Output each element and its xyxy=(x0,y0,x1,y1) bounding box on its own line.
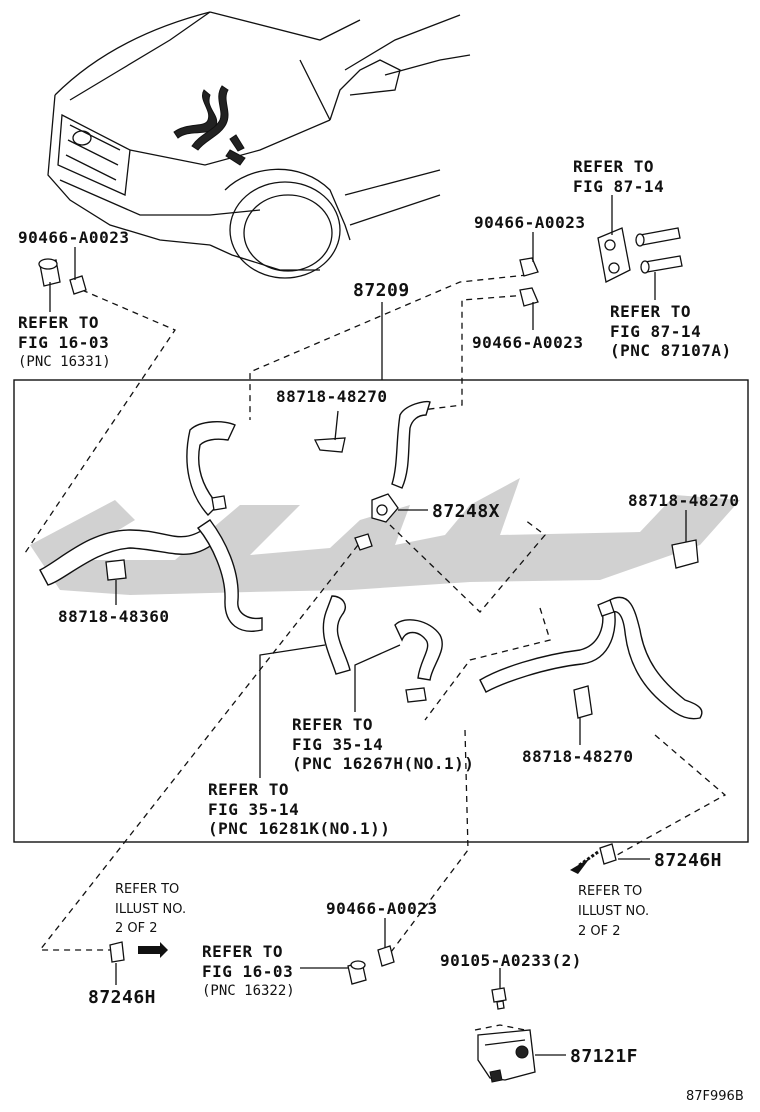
label-refer-87-14-a-line2: FIG 87-14 xyxy=(573,177,664,196)
label-refer-35-14-a-pnc: (PNC 16267H(NO.1)) xyxy=(292,754,474,773)
label-clip-90466-top-left: 90466-A0023 xyxy=(18,228,129,247)
clamp-parts xyxy=(105,437,699,719)
label-refer-illust-right-line2: ILLUST NO. xyxy=(578,904,649,919)
label-refer-87-14-b-line1: REFER TO xyxy=(610,302,691,321)
label-clip-90466-top-right-1: 90466-A0023 xyxy=(474,213,585,232)
label-hose-assy-87209: 87209 xyxy=(353,280,410,301)
label-refer-illust-right-line1: REFER TO xyxy=(578,884,642,899)
label-valve-87248x: 87248X xyxy=(432,501,500,522)
label-refer-35-14-b-line1: REFER TO xyxy=(208,780,289,799)
grommet-87107-part xyxy=(597,227,683,283)
valve-87248-part xyxy=(354,493,399,551)
label-clamp-bottom: 88718-48270 xyxy=(522,747,633,766)
label-bolt-90105: 90105-A0233(2) xyxy=(440,951,582,970)
clip-90466-top-right-parts xyxy=(519,257,539,307)
part-labels: 90466-A0023 REFER TO FIG 16-03 (PNC 1633… xyxy=(18,157,744,1104)
vehicle-illustration xyxy=(47,11,471,279)
routing-dashed-lines xyxy=(24,274,727,1031)
label-refer-87-14-a-line1: REFER TO xyxy=(573,157,654,176)
figure-code: 87F996B xyxy=(686,1089,744,1104)
label-refer-16-03-a-line1: REFER TO xyxy=(18,313,99,332)
label-clamp-left: 88718-48360 xyxy=(58,607,169,626)
bolt-90105-part xyxy=(491,987,507,1010)
clip-90466-top-left-part xyxy=(38,258,87,295)
label-refer-87-14-b-pnc: (PNC 87107A) xyxy=(610,341,732,360)
label-refer-16-03-b-line2: FIG 16-03 xyxy=(202,962,293,981)
label-clamp-right: 88718-48270 xyxy=(628,491,739,510)
hose-assembly-group-frame xyxy=(13,379,749,843)
label-refer-35-14-a-line1: REFER TO xyxy=(292,715,373,734)
label-refer-16-03-a-pnc: (PNC 16331) xyxy=(18,354,111,370)
label-clamp-top: 88718-48270 xyxy=(276,387,387,406)
label-clip-87246h-left: 87246H xyxy=(88,987,156,1008)
label-refer-35-14-b-line2: FIG 35-14 xyxy=(208,800,299,819)
clip-90466-bottom-part xyxy=(347,945,395,985)
label-refer-illust-right-line3: 2 OF 2 xyxy=(578,924,621,939)
clip-87246-right-part xyxy=(570,843,617,874)
label-refer-16-03-a-line2: FIG 16-03 xyxy=(18,333,109,352)
heater-hose-middle xyxy=(322,400,443,681)
leader-lines xyxy=(49,195,687,1056)
label-refer-illust-left-line2: ILLUST NO. xyxy=(115,902,186,917)
label-clip-90466-bottom: 90466-A0023 xyxy=(326,899,437,918)
label-clip-90466-top-right-2: 90466-A0023 xyxy=(472,333,583,352)
heater-hose-left xyxy=(39,421,263,632)
label-refer-16-03-b-line1: REFER TO xyxy=(202,942,283,961)
heater-hose-right xyxy=(479,596,703,720)
bracket-87121-part xyxy=(477,1029,536,1083)
label-refer-16-03-b-pnc: (PNC 16322) xyxy=(202,983,295,999)
watermark-logo xyxy=(30,478,740,595)
clip-87246-left-part xyxy=(109,941,168,963)
label-refer-35-14-b-pnc: (PNC 16281K(NO.1)) xyxy=(208,819,390,838)
label-refer-87-14-b-line2: FIG 87-14 xyxy=(610,322,701,341)
label-clip-87246h-right: 87246H xyxy=(654,850,722,871)
label-refer-illust-left-line1: REFER TO xyxy=(115,882,179,897)
label-refer-illust-left-line3: 2 OF 2 xyxy=(115,921,158,936)
label-bracket-87121f: 87121F xyxy=(570,1046,638,1067)
label-refer-35-14-a-line2: FIG 35-14 xyxy=(292,735,383,754)
